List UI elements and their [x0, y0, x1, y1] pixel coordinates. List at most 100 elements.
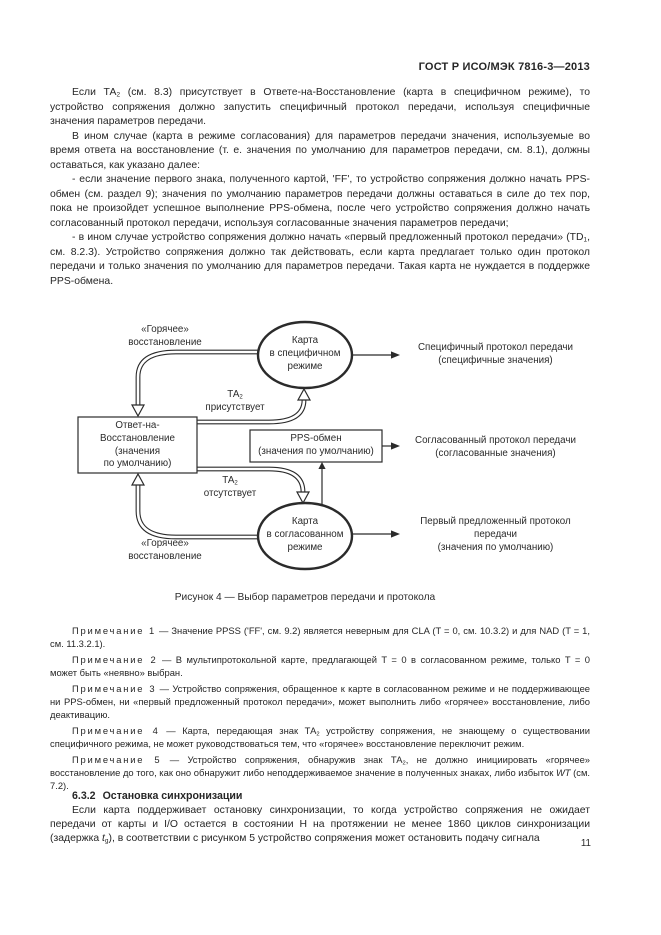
- label-line: режиме: [287, 360, 323, 372]
- section-text: ), в соответствии с рисунком 5 устройств…: [108, 833, 540, 844]
- label-line: «Горячее»: [141, 538, 189, 549]
- paragraph-1-text: Если ТА: [72, 87, 117, 98]
- note-text: — Значение PPSS ('FF', см. 9.2) является…: [50, 625, 590, 650]
- ta2-present-arrow: [197, 387, 312, 425]
- label-line: присутствует: [205, 401, 265, 413]
- label-line: ТА2: [175, 389, 295, 402]
- label-line: (значения: [114, 445, 161, 457]
- pps-up-arrow: [318, 462, 326, 504]
- label-line: Первый предложенный протокол: [420, 516, 571, 527]
- specific-ellipse-label: Карта в специфичном режиме: [258, 335, 352, 373]
- label-line: передачи: [474, 528, 517, 540]
- note-1: Примечание 1 — Значение PPSS ('FF', см. …: [50, 624, 590, 651]
- note-text-italic: WT: [555, 767, 571, 779]
- atr-box: [77, 416, 198, 474]
- specific-protocol-label: Специфичный протокол передачи (специфичн…: [398, 342, 593, 368]
- note-text: , не должно инициировать «горячее» восст…: [50, 753, 590, 779]
- label-line: отсутствует: [203, 487, 257, 499]
- note-text: — Карта, передающая знак ТА: [166, 724, 317, 736]
- negotiated-protocol-arrow: [382, 442, 400, 450]
- label-line: восстановление: [128, 550, 202, 562]
- label-line: по умолчанию): [103, 458, 172, 470]
- label-line: Карта: [291, 516, 319, 527]
- note-label: Примечание 2: [72, 653, 158, 665]
- label-text: ТА: [222, 475, 235, 486]
- section-text: Если карта поддерживает остановку синхро…: [50, 805, 590, 844]
- label-line: PPS-обмен: [290, 433, 342, 444]
- negotiable-ellipse-label: Карта в согласованном режиме: [258, 516, 352, 554]
- note-3: Примечание 3 — Устройство сопряжения, об…: [50, 682, 590, 722]
- label-line: Карта: [291, 335, 319, 346]
- paragraph-1-text: (см. 8.3) присутствует в Ответе-на-Восст…: [50, 87, 590, 127]
- page-number: 11: [580, 838, 591, 849]
- note-label: Примечание 5: [72, 753, 162, 765]
- section-number: 6.3.2: [72, 790, 96, 802]
- section-paragraph: Если карта поддерживает остановку синхро…: [50, 804, 590, 846]
- label-line: в согласованном: [266, 528, 344, 540]
- note-text: — Устройство сопряжения, обращенное к ка…: [50, 682, 590, 721]
- body-text-block: Если ТА2 (см. 8.3) присутствует в Ответе…: [50, 86, 590, 289]
- pps-box: [249, 429, 383, 463]
- label-line: режиме: [287, 541, 323, 553]
- label-line: (специфичные значения): [438, 354, 553, 366]
- note-label: Примечание 3: [72, 682, 157, 694]
- label-line: (согласованные значения): [435, 447, 556, 459]
- label-line: Восстановление: [100, 432, 175, 444]
- bullet-2-text: , см. 8.2.3). Устройство сопряжения долж…: [50, 232, 590, 287]
- label-line: «Горячее»: [141, 324, 189, 335]
- figure-caption: Рисунок 4 — Выбор параметров передачи и …: [174, 592, 436, 603]
- label-line: (значения по умолчанию): [437, 541, 554, 553]
- figure-4-diagram: «Горячее» восстановление Карта в специфи…: [50, 315, 590, 585]
- label-line: восстановление: [128, 336, 202, 348]
- bullet-paragraph-1: - если значение первого знака, полученно…: [50, 174, 590, 229]
- subscript: 2: [239, 394, 243, 401]
- label-text: ТА: [227, 389, 240, 400]
- bullet-2-text: - в ином случае устройство сопряжения до…: [72, 232, 584, 243]
- note-text: (см. 7.2).: [50, 767, 590, 792]
- note-text: — В мультипротокольной карте, предлагающ…: [50, 653, 591, 679]
- subscript: g: [104, 837, 109, 845]
- label-line: Согласованный протокол передачи: [415, 435, 576, 446]
- notes-block: Примечание 1 — Значение PPSS ('FF', см. …: [50, 624, 590, 795]
- warm-reset-bottom-arrow: [130, 472, 261, 540]
- warm-reset-top-label: «Горячее» восстановление: [105, 324, 225, 350]
- paragraph-2: В ином случае (карта в режиме согласован…: [50, 130, 590, 171]
- note-label: Примечание 4: [72, 724, 160, 736]
- ta2-present-label: ТА2 присутствует: [175, 389, 295, 415]
- ta2-absent-arrow: [197, 466, 311, 505]
- warm-reset-top-arrow: [130, 349, 261, 418]
- specific-protocol-arrow: [352, 351, 400, 359]
- subscript: 1: [583, 236, 588, 244]
- section-heading: 6.3.2 Остановка синхронизации: [50, 789, 590, 803]
- note-text: устройству сопряжения, не знающему о сущ…: [50, 724, 591, 750]
- label-line: (значения по умолчанию): [258, 445, 374, 457]
- subscript: 2: [402, 760, 406, 767]
- atr-box-label: Ответ-на- Восстановление (значения по ум…: [78, 420, 197, 471]
- section-6-3-2: 6.3.2 Остановка синхронизации Если карта …: [50, 789, 590, 846]
- diagram-shapes: [77, 320, 400, 571]
- note-2: Примечание 2 — В мультипротокольной карт…: [50, 653, 590, 680]
- negotiable-mode-ellipse: [256, 501, 354, 571]
- label-line: ТА2: [170, 475, 290, 488]
- bullet-paragraph-2: - в ином случае устройство сопряжения до…: [50, 231, 590, 289]
- ta2-absent-label: ТА2 отсутствует: [170, 475, 290, 501]
- page-header: ГОСТ Р ИСО/МЭК 7816-3—2013: [418, 61, 590, 73]
- section-text-italic: t: [102, 833, 105, 844]
- first-protocol-label: Первый предложенный протокол передачи (з…: [398, 516, 593, 554]
- subscript: 2: [316, 731, 320, 738]
- subscript: 2: [234, 480, 238, 487]
- first-protocol-arrow: [352, 530, 400, 538]
- pps-box-label: PPS-обмен (значения по умолчанию): [250, 433, 382, 459]
- negotiated-protocol-label: Согласованный протокол передачи (согласо…: [398, 435, 593, 461]
- note-text: — Устройство сопряжения, обнаружив знак …: [169, 753, 403, 765]
- label-line: Ответ-на-: [115, 420, 160, 431]
- specific-mode-ellipse: [256, 320, 354, 390]
- note-5: Примечание 5 — Устройство сопряжения, об…: [50, 753, 590, 793]
- label-line: в специфичном: [269, 347, 341, 359]
- section-title: Остановка синхронизации: [102, 790, 243, 802]
- note-4: Примечание 4 — Карта, передающая знак ТА…: [50, 724, 590, 751]
- note-label: Примечание 1: [72, 625, 157, 636]
- label-line: Специфичный протокол передачи: [417, 342, 574, 353]
- subscript: 2: [116, 91, 121, 99]
